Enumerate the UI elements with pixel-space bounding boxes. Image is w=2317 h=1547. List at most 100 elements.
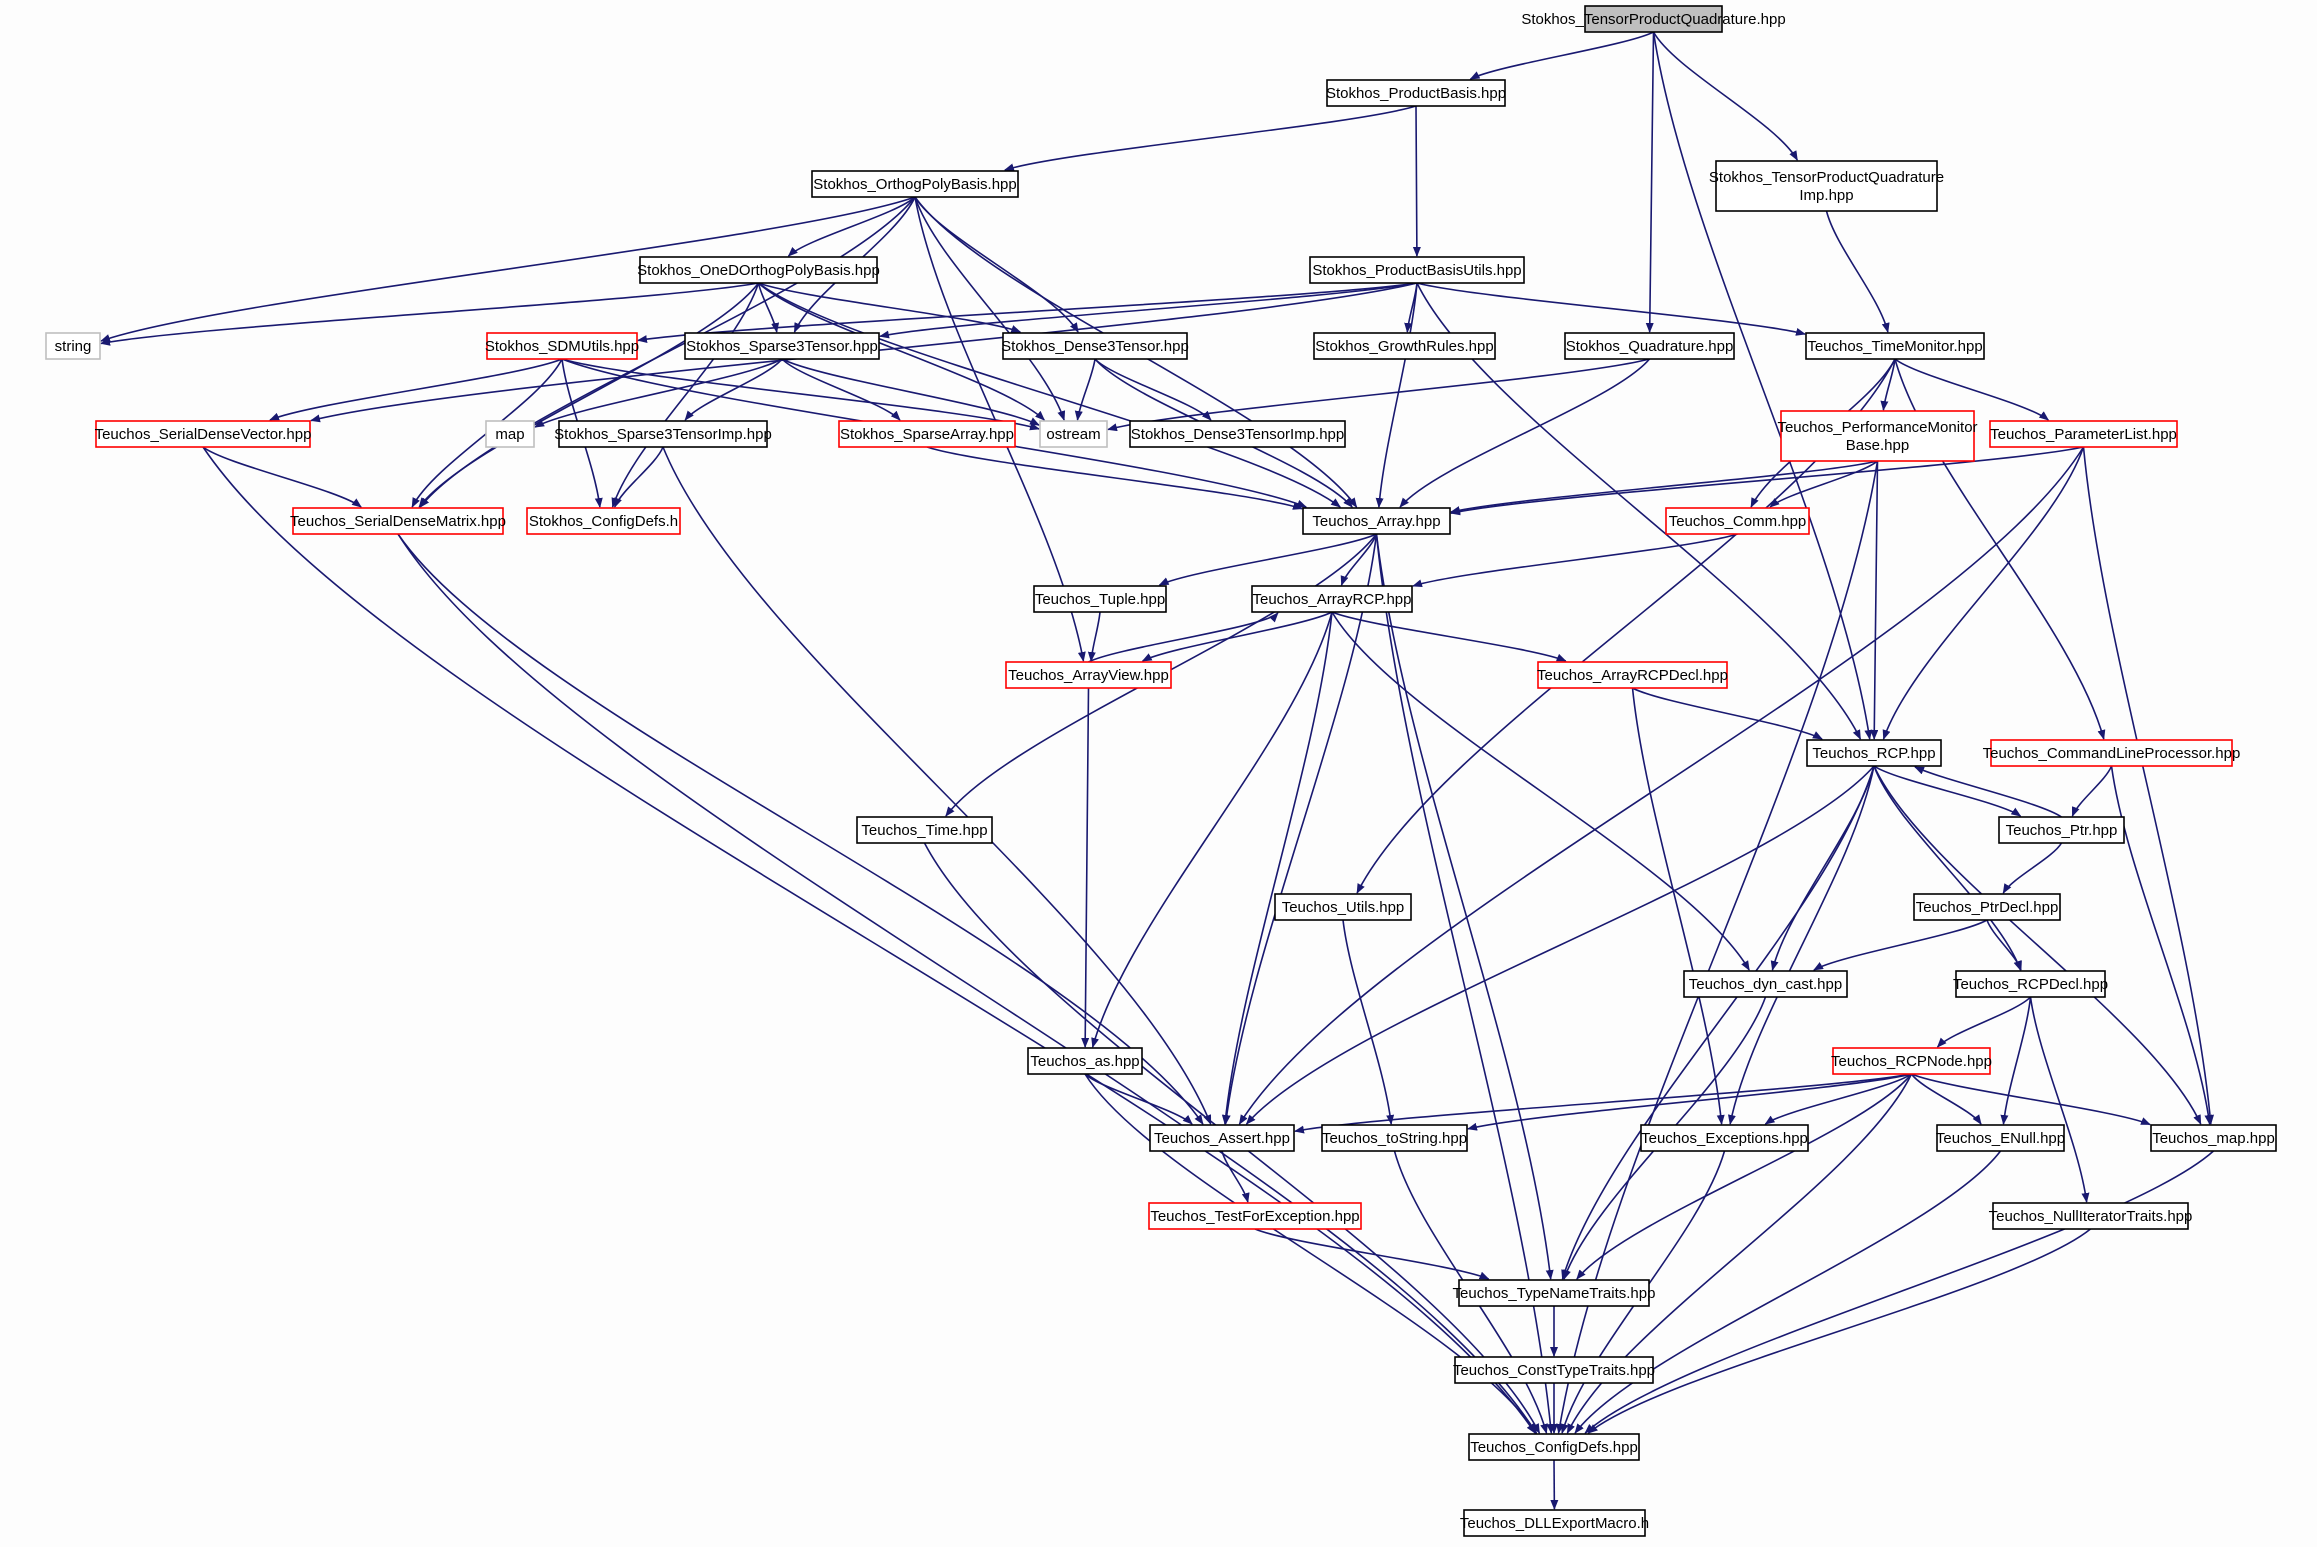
graph-node[interactable]: Teuchos_SerialDenseVector.hpp: [95, 420, 312, 448]
node-box: [1955, 970, 2106, 998]
node-label: Teuchos_as.hpp: [1030, 1053, 1139, 1070]
node-label: string: [55, 338, 92, 355]
node-box: [838, 420, 1016, 448]
graph-node[interactable]: Teuchos_dyn_cast.hpp: [1683, 970, 1848, 998]
graph-node[interactable]: Teuchos_ArrayView.hpp: [1005, 661, 1172, 689]
graph-node[interactable]: Teuchos_SerialDenseMatrix.hpp: [290, 507, 506, 535]
edge-n39-to-n44: [1911, 1073, 2151, 1126]
graph-node[interactable]: Teuchos_RCP.hpp: [1806, 739, 1942, 767]
graph-node[interactable]: Teuchos_TypeNameTraits.hpp: [1453, 1279, 1656, 1307]
graph-node[interactable]: Stokhos_OneDOrthogPolyBasis.hpp: [637, 256, 880, 284]
node-label: Stokhos_Sparse3TensorImp.hpp: [554, 426, 772, 443]
graph-node[interactable]: Teuchos_TimeMonitor.hpp: [1805, 332, 1985, 360]
graph-node[interactable]: Teuchos_Array.hpp: [1302, 507, 1451, 535]
edge-n39-to-n41: [1467, 1073, 1912, 1131]
graph-node[interactable]: Stokhos_SDMUtils.hpp: [485, 332, 639, 360]
edge-n02-to-n04: [1003, 105, 1417, 172]
graph-node[interactable]: Teuchos_Comm.hpp: [1665, 507, 1810, 535]
node-label: Stokhos_SparseArray.hpp: [840, 426, 1014, 443]
node-box: [292, 507, 504, 535]
graph-node[interactable]: Teuchos_Time.hpp: [856, 816, 993, 844]
graph-node[interactable]: Teuchos_RCPDecl.hpp: [1953, 970, 2108, 998]
edge-n21-to-n40: [1238, 446, 2085, 1125]
graph-node[interactable]: ostream: [1039, 420, 1108, 448]
edge-n31-to-n44: [2110, 765, 2213, 1125]
graph-node[interactable]: Stokhos_Quadrature.hpp: [1564, 332, 1735, 360]
edge-n21-to-n30: [1882, 446, 2085, 740]
graph-node[interactable]: Teuchos_map.hpp: [2150, 1124, 2277, 1152]
graph-node[interactable]: Teuchos_ParameterList.hpp: [1989, 420, 2178, 448]
edge-n27-to-n36: [1331, 611, 1750, 971]
graph-node[interactable]: Stokhos_ProductBasisUtils.hpp: [1309, 256, 1525, 284]
node-box: [1033, 585, 1167, 613]
graph-node[interactable]: Teuchos_Exceptions.hpp: [1640, 1124, 1809, 1152]
graph-node[interactable]: Stokhos_Sparse3TensorImp.hpp: [554, 420, 772, 448]
graph-node[interactable]: Teuchos_ConstTypeTraits.hpp: [1453, 1356, 1655, 1384]
graph-node[interactable]: Teuchos_Tuple.hpp: [1033, 585, 1167, 613]
node-box: [1468, 1433, 1640, 1461]
graph-node[interactable]: Teuchos_PtrDecl.hpp: [1913, 893, 2061, 921]
node-box: [1148, 1202, 1362, 1230]
node-box: [1309, 256, 1525, 284]
graph-node[interactable]: Stokhos_Sparse3Tensor.hpp: [684, 332, 880, 360]
graph-node[interactable]: map: [485, 420, 535, 448]
graph-node[interactable]: Stokhos_Dense3TensorImp.hpp: [1129, 420, 1346, 448]
edge-n37-to-n46: [2029, 996, 2090, 1203]
edge-n27-to-n29: [1331, 611, 1567, 662]
edge-n22-to-n40: [397, 533, 1204, 1125]
edge-n28-to-n27: [1088, 612, 1279, 663]
graph-node[interactable]: Teuchos_as.hpp: [1027, 1047, 1143, 1075]
node-label: Stokhos_Quadrature.hpp: [1566, 338, 1734, 355]
node-label: Teuchos_PtrDecl.hpp: [1916, 899, 2059, 916]
graph-node[interactable]: Teuchos_ArrayRCP.hpp: [1251, 585, 1413, 613]
edge-n33-to-n35: [2002, 842, 2063, 894]
graph-node[interactable]: Stokhos_TensorProductQuadrature.hpp: [1521, 5, 1786, 33]
graph-node[interactable]: Teuchos_Utils.hpp: [1274, 893, 1412, 921]
graph-node[interactable]: Stokhos_ProductBasis.hpp: [1326, 79, 1506, 107]
graph-node[interactable]: Teuchos_CommandLineProcessor.hpp: [1983, 739, 2241, 767]
graph-node[interactable]: Stokhos_OrthogPolyBasis.hpp: [811, 170, 1019, 198]
edge-n04-to-n05: [787, 196, 916, 257]
graph-node[interactable]: Stokhos_ConfigDefs.h: [526, 507, 681, 535]
graph-node[interactable]: Teuchos_ArrayRCPDecl.hpp: [1537, 661, 1728, 689]
graph-node[interactable]: Stokhos_GrowthRules.hpp: [1313, 332, 1496, 360]
graph-node[interactable]: Stokhos_SparseArray.hpp: [838, 420, 1016, 448]
node-label: Teuchos_Exceptions.hpp: [1641, 1130, 1808, 1147]
node-box: [1274, 893, 1412, 921]
graph-node[interactable]: Teuchos_RCPNode.hpp: [1831, 1047, 1992, 1075]
node-label: Base.hpp: [1846, 437, 1909, 454]
node-label: Stokhos_Sparse3Tensor.hpp: [686, 338, 878, 355]
graph-node[interactable]: Teuchos_TestForException.hpp: [1148, 1202, 1362, 1230]
graph-node[interactable]: Teuchos_ENull.hpp: [1936, 1124, 2065, 1152]
graph-node[interactable]: Teuchos_toString.hpp: [1321, 1124, 1468, 1152]
edge-n01-to-n12: [1645, 31, 1655, 333]
edge-n20-to-n25: [1769, 460, 1879, 508]
edge-n38-to-n49: [1084, 1073, 1538, 1434]
node-box: [1998, 816, 2125, 844]
node-box: [1936, 1124, 2065, 1152]
node-box: [1992, 1202, 2189, 1230]
graph-node[interactable]: Teuchos_ConfigDefs.hpp: [1468, 1433, 1640, 1461]
edge-n09-to-n17: [781, 358, 901, 421]
nodes-layer: Stokhos_TensorProductQuadrature.hppStokh…: [45, 5, 2277, 1537]
graph-node[interactable]: Teuchos_DLLExportMacro.h: [1460, 1509, 1649, 1537]
graph-node[interactable]: Stokhos_Dense3Tensor.hpp: [1001, 332, 1189, 360]
edge-n38-to-n40: [1084, 1073, 1193, 1125]
graph-node[interactable]: string: [45, 332, 101, 360]
node-label: Teuchos_Array.hpp: [1312, 513, 1440, 530]
node-box: [1458, 1279, 1650, 1307]
node-label: Teuchos_Utils.hpp: [1282, 899, 1405, 916]
graph-node[interactable]: Teuchos_Ptr.hpp: [1998, 816, 2125, 844]
node-box: [2150, 1124, 2277, 1152]
graph-node[interactable]: Teuchos_NullIteratorTraits.hpp: [1989, 1202, 2193, 1230]
edge-n24-to-n49: [1375, 533, 1555, 1434]
graph-node[interactable]: Teuchos_Assert.hpp: [1149, 1124, 1295, 1152]
node-box: [1454, 1356, 1654, 1384]
node-box: [1989, 420, 2178, 448]
node-box: [684, 332, 880, 360]
edge-n39-to-n49: [1566, 1073, 1913, 1434]
edge-n05-to-n07: [100, 282, 759, 346]
edge-n16-to-n40: [662, 446, 1212, 1125]
